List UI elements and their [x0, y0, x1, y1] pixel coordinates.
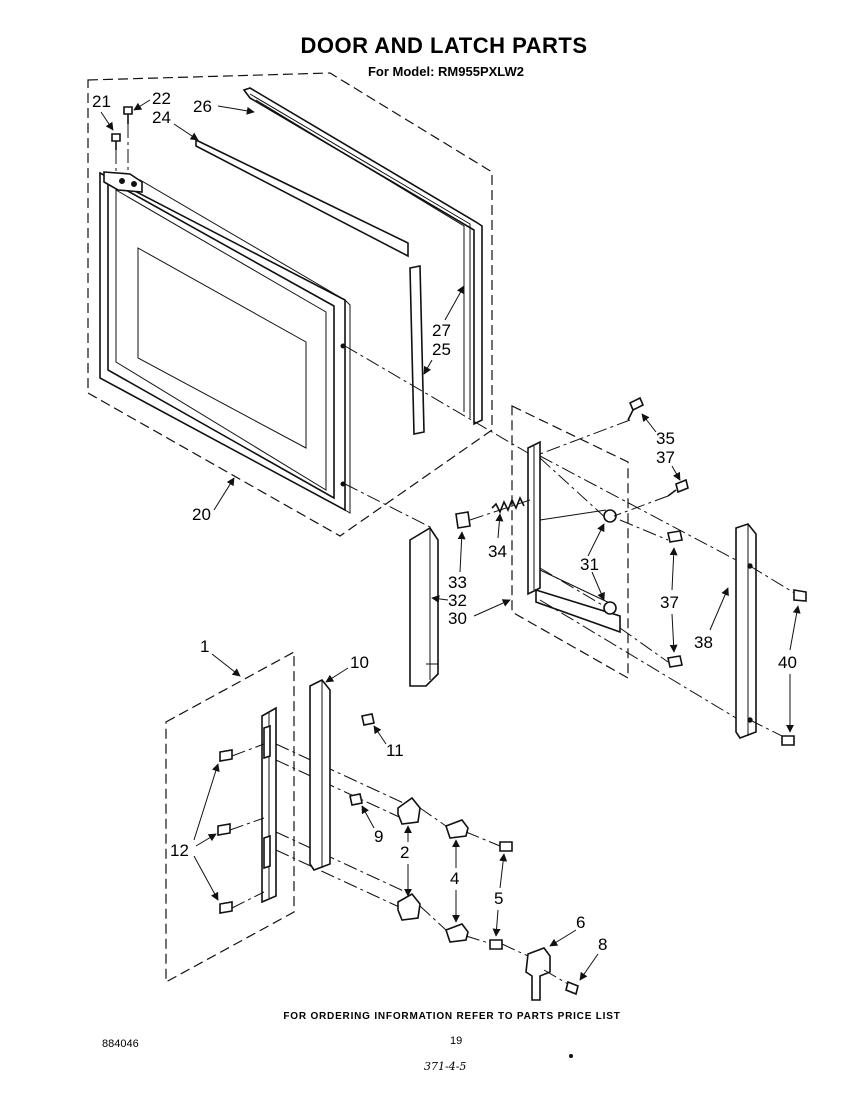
door-frame: [99, 171, 351, 514]
gasket-strip-24: [195, 138, 409, 258]
hinge-bar-10: [309, 678, 331, 871]
handwritten-note: 371-4-5: [424, 1060, 466, 1073]
nut-31b-icon: [603, 601, 617, 615]
callout-9: 9: [374, 827, 383, 846]
page-number: 19: [450, 1035, 462, 1047]
screw-37c-icon: [667, 655, 683, 668]
callout-37-lower: 37: [660, 593, 679, 612]
callout-4: 4: [450, 869, 459, 888]
screw-5b-icon: [489, 939, 503, 950]
gasket-strip-25: [409, 265, 425, 435]
callout-32: 32: [448, 591, 467, 610]
callout-31: 31: [580, 555, 599, 574]
screw-37-icon: [675, 478, 689, 494]
clip-4b: [444, 923, 469, 943]
callout-24: 24: [152, 108, 171, 127]
screw-5a-icon: [499, 841, 513, 852]
choke-frame-26-27: [242, 87, 483, 426]
ordering-note: FOR ORDERING INFORMATION REFER TO PARTS …: [283, 1011, 620, 1022]
screw-22-icon: [123, 106, 133, 124]
screw-9-icon: [349, 793, 363, 806]
callout-22: 22: [152, 89, 171, 108]
callout-35: 35: [656, 429, 675, 448]
screw-40b-icon: [781, 735, 795, 746]
callout-34: 34: [488, 542, 507, 561]
hinge-bracket-6: [525, 947, 551, 1001]
screw-12c-icon: [219, 901, 233, 914]
callout-40: 40: [778, 653, 797, 672]
callout-8: 8: [598, 935, 607, 954]
callout-10: 10: [350, 653, 369, 672]
screw-21-icon: [111, 133, 121, 150]
screw-8-icon: [565, 980, 579, 996]
callout-21: 21: [92, 92, 111, 111]
callout-6: 6: [576, 913, 585, 932]
screw-37b-icon: [667, 530, 683, 543]
callout-2: 2: [400, 843, 409, 862]
callout-5: 5: [494, 889, 503, 908]
callout-38: 38: [694, 633, 713, 652]
screw-35-icon: [628, 396, 645, 412]
callout-12: 12: [170, 841, 189, 860]
callout-1: 1: [200, 637, 209, 656]
screw-12b-icon: [217, 823, 231, 836]
callout-26: 26: [193, 97, 212, 116]
latch-block-33: [455, 511, 471, 529]
callout-11: 11: [386, 741, 404, 760]
latch-assembly-group: [409, 396, 689, 687]
callout-27: 27: [432, 321, 451, 340]
screw-12a-icon: [219, 749, 233, 762]
latch-plate-30: [527, 440, 621, 634]
spring-34-icon: [491, 496, 525, 514]
callout-25: 25: [432, 340, 451, 359]
hinge-plate-1: [261, 706, 411, 913]
latch-cover-38: [539, 455, 797, 739]
callout-37-upper: 37: [656, 448, 675, 467]
hinge-block-2a: [397, 796, 421, 825]
hinge-block-2b: [397, 892, 421, 921]
callout-20: 20: [192, 505, 211, 524]
screw-40a-icon: [793, 589, 807, 602]
page-title: DOOR AND LATCH PARTS: [300, 33, 587, 58]
model-subtitle: For Model: RM955PXLW2: [368, 64, 524, 79]
hinge-assembly-group: [165, 650, 579, 1001]
door-assembly-group: [87, 72, 529, 537]
dot-mark: [569, 1054, 573, 1058]
nut-31a-icon: [603, 509, 617, 523]
handle-32: [409, 526, 439, 687]
screw-11-icon: [361, 713, 375, 726]
clip-4a: [444, 819, 469, 839]
callout-30: 30: [448, 609, 467, 628]
callout-33: 33: [448, 573, 467, 592]
doc-number: 884046: [102, 1038, 139, 1050]
